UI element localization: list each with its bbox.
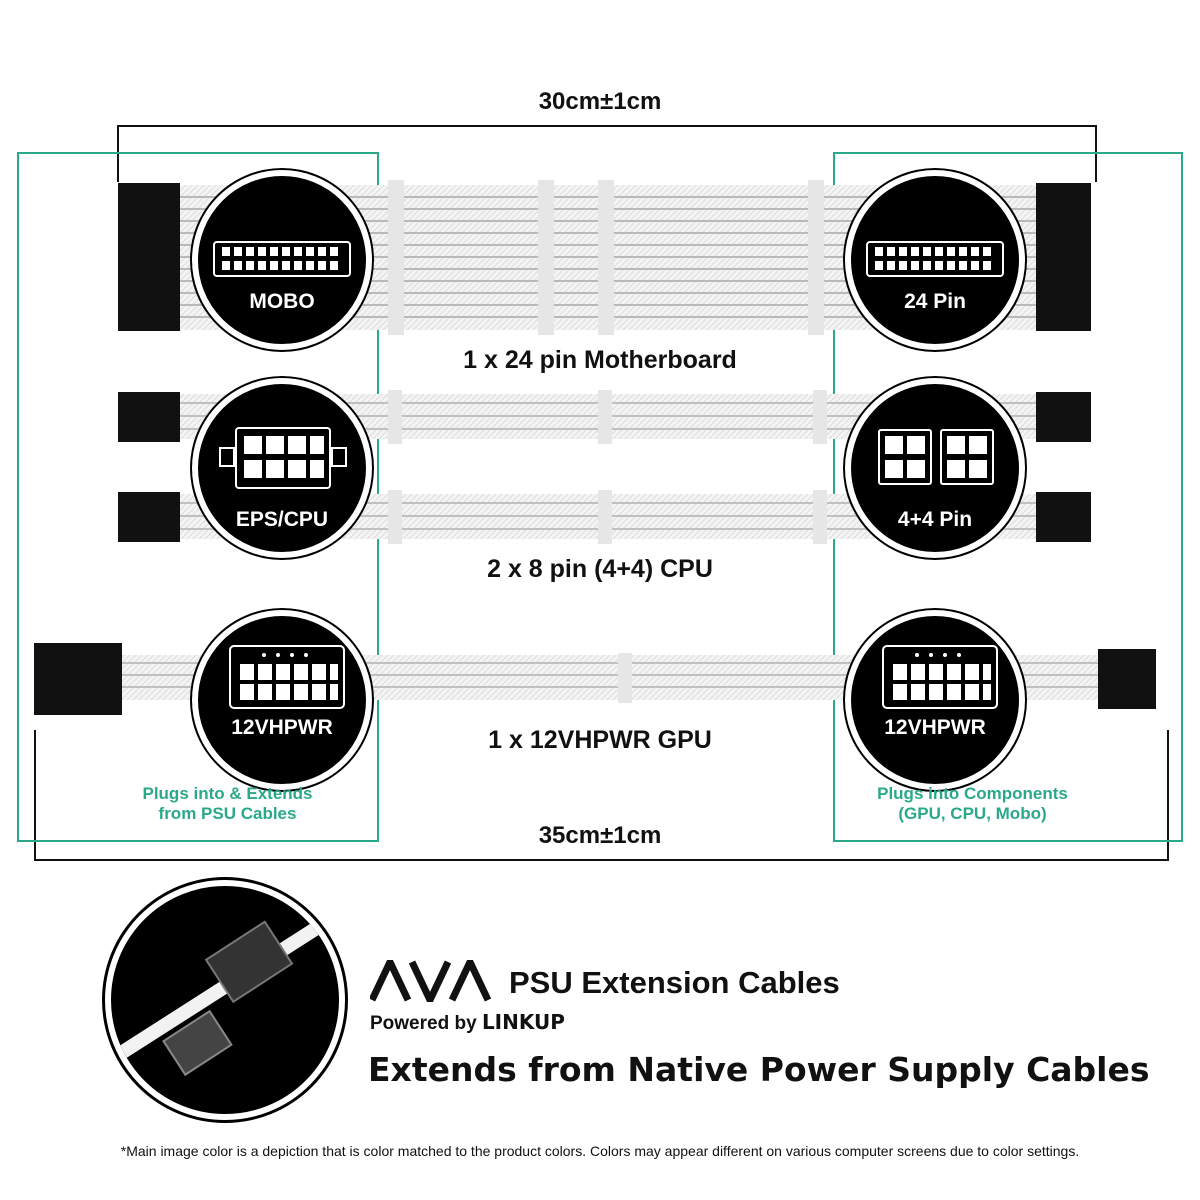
12vhpwr-connector-icon: [229, 645, 345, 709]
24pin-connector-icon: [866, 241, 1004, 277]
note-right-line1: Plugs into Components: [877, 784, 1068, 803]
linkup-logo-text: LINKUP: [481, 1010, 565, 1034]
top-dimension-label: 30cm±1cm: [538, 88, 662, 115]
note-right-line2: (GPU, CPU, Mobo): [898, 804, 1047, 823]
extension-illustration: [105, 880, 345, 1120]
caption-12vhpwr: 1 x 12VHPWR GPU: [488, 726, 712, 754]
4plus4-connector-badge: 4+4 Pin: [845, 378, 1025, 558]
ava-logo-icon: [370, 960, 492, 1002]
badge-label-eps-cpu: EPS/CPU: [235, 508, 329, 531]
caption-cpu: 2 x 8 pin (4+4) CPU: [487, 555, 713, 583]
linkup-logo: LINKUP: [482, 1010, 565, 1034]
12vhpwr-right-badge: 12VHPWR: [845, 610, 1025, 790]
footnote: *Main image color is a depiction that is…: [120, 1143, 1080, 1159]
powered-by-label: Powered by: [370, 1013, 477, 1034]
badge-label-24pin: 24 Pin: [904, 290, 966, 313]
badge-label-12vhpwr-right: 12VHPWR: [884, 716, 986, 739]
headline: Extends from Native Power Supply Cables: [368, 1050, 1150, 1089]
12vhpwr-connector-icon: [882, 645, 998, 709]
24pin-connector-icon: [213, 241, 351, 277]
badge-label-mobo: MOBO: [249, 290, 315, 313]
mobo-connector-badge: MOBO: [192, 170, 372, 350]
note-left-line2: from PSU Cables: [158, 804, 297, 823]
24pin-connector-badge: 24 Pin: [845, 170, 1025, 350]
powered-by: Powered by LINKUP: [370, 1010, 565, 1035]
note-left: Plugs into & Extends from PSU Cables: [100, 784, 355, 824]
product-title: PSU Extension Cables: [509, 965, 840, 1000]
cable-extension-icon: [111, 905, 339, 1077]
8pin-connector-icon: [219, 427, 347, 489]
4plus4-connector-icon: [878, 429, 994, 485]
badge-label-12vhpwr-left: 12VHPWR: [231, 716, 333, 739]
badge-label-4plus4: 4+4 Pin: [897, 508, 973, 531]
note-right: Plugs into Components (GPU, CPU, Mobo): [845, 784, 1100, 824]
caption-24pin: 1 x 24 pin Motherboard: [463, 346, 737, 374]
note-left-line1: Plugs into & Extends: [142, 784, 313, 803]
12vhpwr-left-badge: 12VHPWR: [192, 610, 372, 790]
eps-cpu-connector-badge: EPS/CPU: [192, 378, 372, 558]
bottom-dimension-label: 35cm±1cm: [538, 822, 662, 849]
